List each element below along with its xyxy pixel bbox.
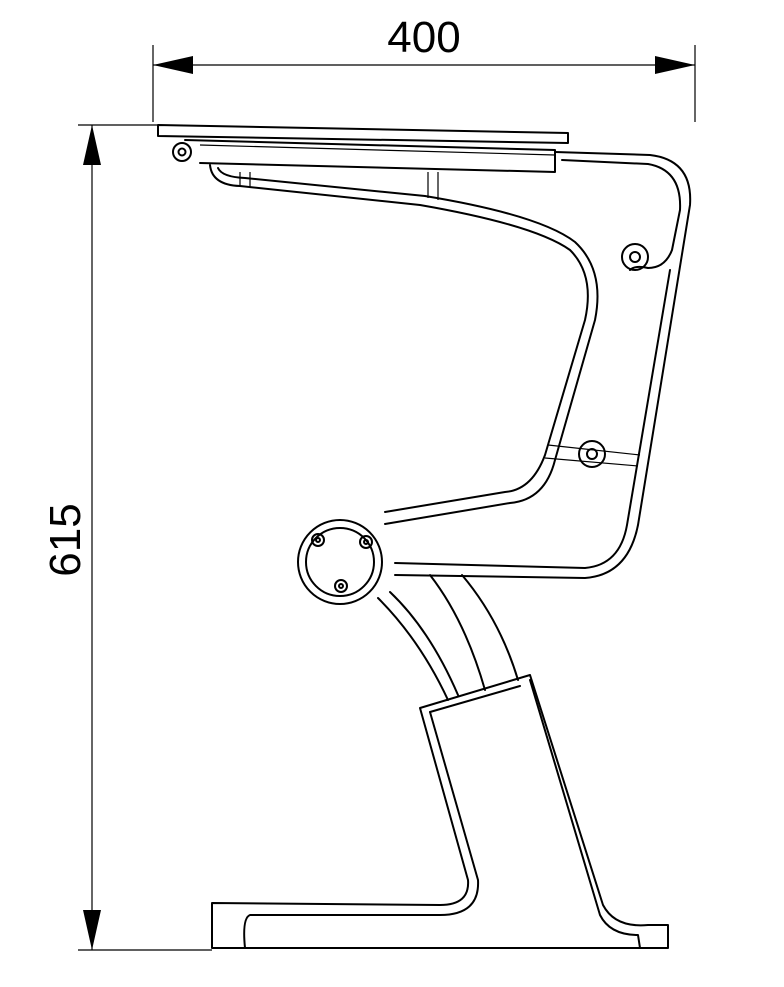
width-dimension: 400 (152, 13, 696, 122)
arrow-down-icon (83, 910, 101, 950)
height-dimension: 615 (41, 124, 212, 951)
desk-frame (209, 151, 692, 605)
arrow-right-icon (655, 56, 695, 74)
arrow-left-icon (153, 56, 193, 74)
height-label: 615 (41, 503, 90, 576)
desk-top (157, 124, 569, 173)
width-label: 400 (387, 13, 460, 62)
desk-leg (211, 574, 669, 949)
arrow-up-icon (83, 125, 101, 165)
